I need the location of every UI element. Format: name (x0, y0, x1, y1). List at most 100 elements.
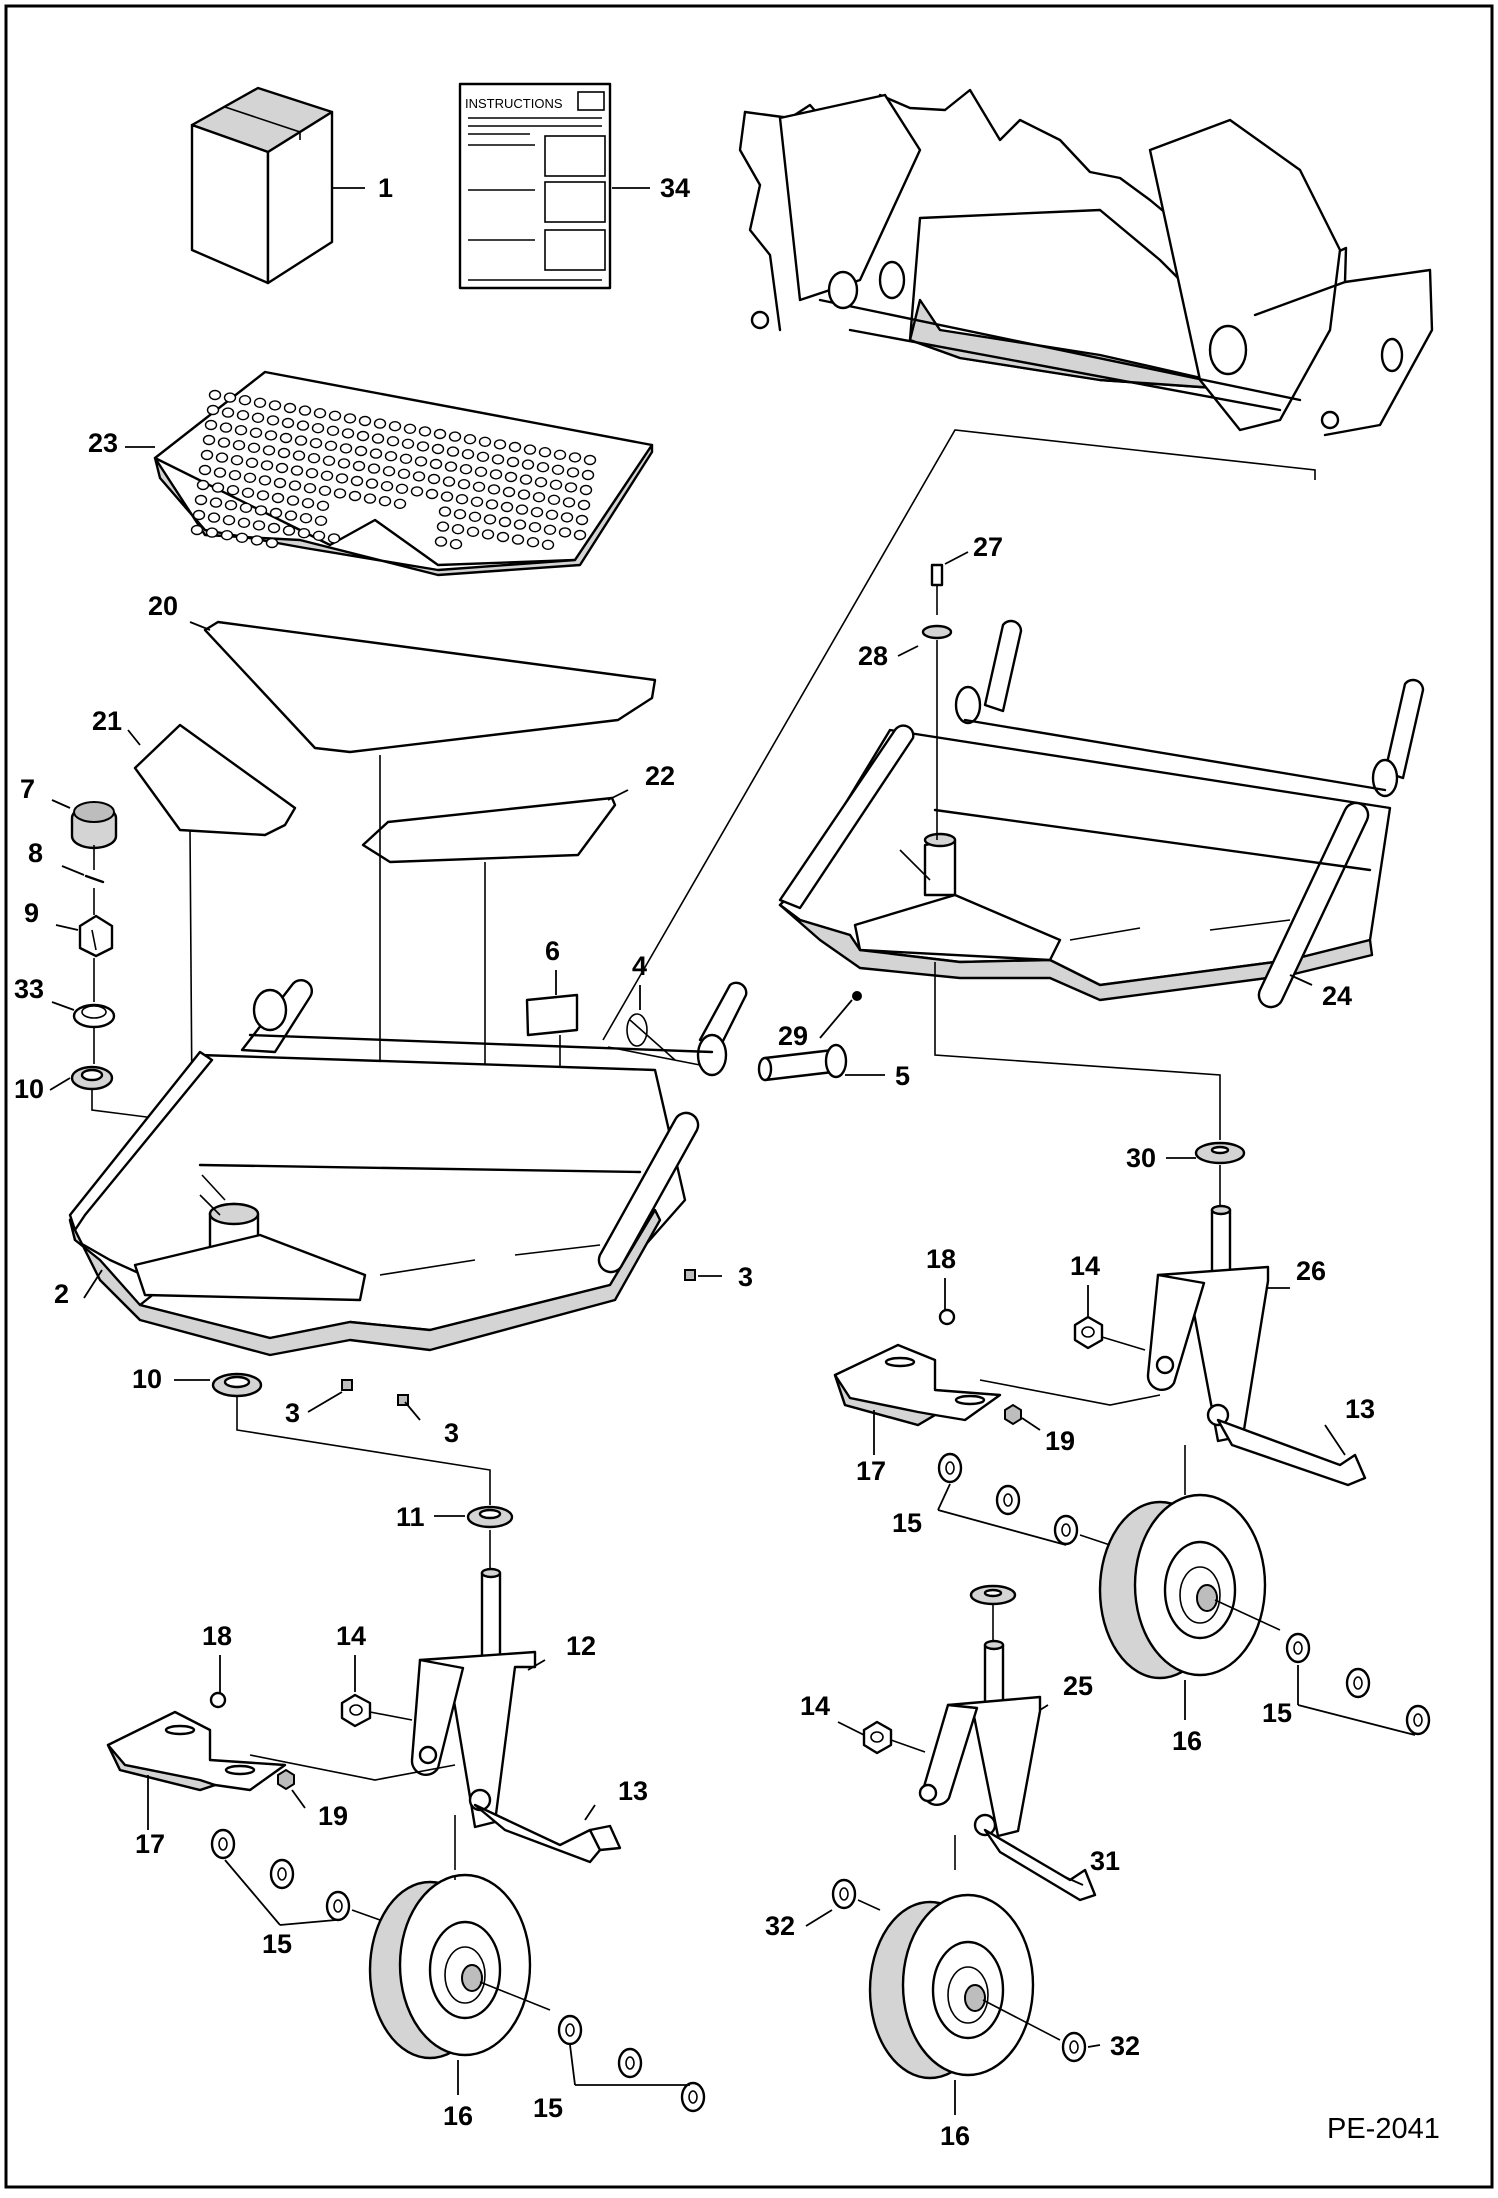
mat-tread-dot (324, 440, 338, 451)
mat-tread-dot (219, 422, 233, 433)
mat-tread-dot (335, 473, 349, 484)
floor-mat-illustration (153, 370, 654, 577)
mat-tread-dot (478, 436, 492, 447)
callout-leader-line (291, 1789, 306, 1809)
caster-fork-left-illustration (410, 1567, 622, 1870)
mat-tread-dot (292, 450, 306, 461)
callout-leader-line (819, 999, 853, 1039)
mat-tread-dot (583, 454, 597, 466)
callout-number: 23 (88, 428, 118, 458)
mat-tread-dot (523, 444, 537, 455)
mat-tread-dot (311, 423, 325, 434)
decal-large-illustration (203, 620, 657, 754)
nut-illustration (1073, 1315, 1104, 1350)
callout-number: 22 (645, 761, 675, 791)
mat-tread-dot (320, 470, 334, 481)
mat-tread-dot (268, 400, 282, 411)
mat-tread-dot (256, 490, 270, 501)
mat-tread-dot (511, 534, 525, 545)
callout-number: 20 (148, 591, 178, 621)
callout-leader-line (937, 1509, 1067, 1546)
callout-number: 10 (132, 1364, 162, 1394)
mat-tread-dot (543, 524, 557, 535)
callout-number: 34 (660, 173, 690, 203)
callout-number: 17 (856, 1456, 886, 1486)
mat-tread-dot (444, 461, 458, 472)
callout-number: 27 (973, 532, 1003, 562)
mat-tread-dot (577, 499, 591, 511)
mat-tread-dot (224, 500, 238, 511)
mat-tread-dot (395, 483, 409, 494)
mat-tread-dot (222, 515, 236, 526)
mat-tread-dot (446, 446, 460, 457)
mat-tread-dot (536, 462, 550, 473)
callout-leader-line (83, 1269, 103, 1299)
mat-tread-dot (532, 492, 546, 503)
mat-tread-dot (564, 482, 578, 493)
mat-tread-dot (196, 479, 210, 491)
mat-tread-dot (378, 496, 392, 507)
mat-tread-dot (328, 410, 342, 421)
mat-tread-dot (491, 454, 505, 465)
callout-number: 32 (1110, 2031, 1140, 2061)
mat-tread-dot (517, 489, 531, 500)
mat-tread-dot (252, 520, 266, 531)
mat-tread-dot (322, 455, 336, 466)
mat-tread-dot (348, 490, 362, 502)
mat-tread-dot (416, 441, 430, 452)
mat-tread-dot (382, 466, 396, 477)
mat-tread-dot (234, 425, 248, 436)
callout-number: 18 (202, 1621, 232, 1651)
mat-tread-dot (526, 537, 540, 548)
callout-number: 16 (1172, 1726, 1202, 1756)
mat-tread-dot (220, 530, 234, 541)
mat-tread-dot (205, 527, 219, 538)
mat-tread-dot (431, 443, 445, 455)
mat-tread-dot (260, 460, 274, 471)
mat-tread-dot (288, 480, 302, 491)
mat-tread-dot (553, 449, 567, 460)
bracket-right-illustration (833, 1308, 1161, 1427)
mat-tread-dot (386, 436, 400, 447)
callout-leader-line (607, 789, 629, 801)
callout-number: 31 (1090, 1846, 1120, 1876)
mat-tread-dot (545, 509, 559, 520)
mat-tread-dot (297, 528, 311, 539)
callout-number: 16 (443, 2101, 473, 2131)
mat-tread-dot (267, 522, 281, 534)
mat-tread-dot (339, 443, 353, 454)
mat-tread-dot (399, 453, 413, 464)
mat-tread-dot (275, 462, 289, 474)
mat-tread-dot (243, 472, 257, 483)
callout-number: 10 (14, 1074, 44, 1104)
washers-right-lower-illustration (1285, 1632, 1431, 1736)
mat-tread-dot (560, 512, 574, 523)
mat-tread-dot (352, 460, 366, 472)
mat-tread-dot (541, 539, 555, 550)
mat-tread-dot (427, 473, 441, 485)
mat-tread-dot (217, 437, 231, 448)
callout-leader-line (189, 621, 211, 631)
mat-tread-dot (241, 487, 255, 498)
screw-illustration (684, 1269, 696, 1281)
callout-leader-line (51, 1001, 75, 1011)
mat-tread-dot (284, 510, 298, 521)
mat-tread-dot (313, 408, 327, 419)
mat-tread-dot (513, 519, 527, 530)
caster-fork-center-illustration (918, 1584, 1097, 1902)
mat-tread-dot (373, 418, 387, 429)
mat-tread-dot (202, 434, 216, 446)
mat-tread-dot (194, 494, 208, 506)
mat-tread-dot (397, 468, 411, 479)
mat-tread-dot (483, 514, 497, 525)
washers-left-illustration (210, 1828, 381, 1922)
mat-tread-dot (573, 529, 587, 541)
mat-tread-dot (369, 448, 383, 459)
callout-number: 13 (618, 1776, 648, 1806)
mat-tread-dot (271, 492, 285, 504)
mat-tread-dot (204, 419, 218, 431)
washers-left-lower-illustration (557, 2014, 706, 2113)
mat-tread-dot (489, 469, 503, 480)
